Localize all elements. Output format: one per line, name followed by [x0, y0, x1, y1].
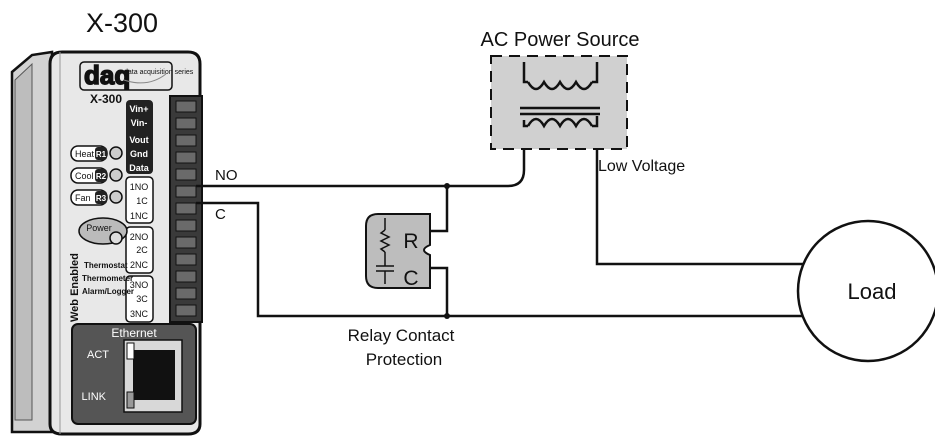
wire-rc-top	[430, 186, 449, 233]
ethernet-label: Ethernet	[111, 326, 157, 340]
wires	[196, 116, 812, 318]
ac-source-label: AC Power Source	[481, 29, 640, 51]
power-label: Power	[86, 223, 112, 233]
ac-source-box	[490, 55, 628, 150]
terminal-vin-plus: Vin+	[129, 104, 148, 114]
relay3-nc: 3NC	[130, 309, 149, 319]
feature-alarm-logger: Alarm/Logger	[82, 287, 134, 296]
relay-protection-line2: Protection	[366, 350, 443, 369]
daq-logo: daq data acquisition series	[79, 59, 194, 91]
web-enabled-label: Web Enabled	[69, 253, 81, 322]
junction-no	[444, 183, 450, 189]
led-fan-indicator	[109, 190, 123, 204]
junction-c	[444, 313, 450, 319]
led-heat-tag: R1	[96, 150, 107, 159]
led-heat-indicator	[109, 146, 123, 160]
no-wire-label: NO	[215, 167, 238, 184]
act-led	[126, 342, 135, 360]
logo-subtext: data acquisition series	[124, 69, 194, 76]
device-model-title: X-300	[86, 8, 158, 38]
wire-low-voltage	[595, 116, 812, 266]
resistor-symbol	[379, 229, 391, 253]
low-voltage-label: Low Voltage	[598, 158, 685, 175]
load-circle	[796, 219, 935, 363]
terminal-gnd: Gnd	[130, 149, 148, 159]
relay1-c: 1C	[136, 196, 148, 206]
rc-r-label: R	[403, 230, 418, 253]
relay1-labels: 1NO 1C 1NC	[125, 176, 154, 224]
ethernet-panel: Ethernet ACT LINK	[71, 323, 197, 425]
led-fan: Fan R3	[70, 189, 123, 206]
led-heat-label: Heat	[75, 149, 95, 159]
relay-protection-line1: Relay Contact	[348, 326, 455, 345]
load-label: Load	[848, 279, 897, 304]
act-label: ACT	[87, 349, 109, 361]
wire-rc-bottom	[430, 266, 449, 316]
terminal-screws	[175, 100, 197, 317]
relay2-labels: 2NO 2C 2NC	[125, 226, 154, 274]
rc-snubber: R C	[365, 213, 431, 290]
relay3-c: 3C	[136, 294, 148, 304]
relay3-no: 3NO	[130, 280, 149, 290]
feature-thermostat: Thermostat	[84, 261, 128, 270]
relay2-nc: 2NC	[130, 260, 149, 270]
terminal-data: Data	[129, 163, 150, 173]
led-cool-tag: R2	[96, 172, 107, 181]
led-fan-tag: R3	[96, 194, 107, 203]
relay1-no: 1NO	[130, 182, 149, 192]
terminal-vout: Vout	[129, 135, 148, 145]
led-cool-indicator	[109, 168, 123, 182]
c-wire-label: C	[215, 206, 226, 223]
led-fan-label: Fan	[75, 193, 91, 203]
device-model-small: X-300	[90, 92, 122, 106]
feature-thermometer: Thermometer	[82, 274, 133, 283]
rc-c-label: C	[403, 267, 418, 290]
relay2-no: 2NO	[130, 232, 149, 242]
terminal-vin-minus: Vin-	[131, 118, 148, 128]
led-cool: Cool R2	[70, 167, 123, 184]
relay1-nc: 1NC	[130, 211, 149, 221]
link-label: LINK	[82, 391, 107, 403]
wire-no	[196, 120, 526, 188]
led-cool-label: Cool	[75, 171, 94, 181]
wire-c	[196, 201, 812, 318]
logo-text: daq	[84, 60, 130, 90]
led-heat: Heat R1	[70, 145, 123, 162]
power-indicator: Power	[78, 217, 128, 245]
relay3-labels: 3NO 3C 3NC	[125, 275, 154, 323]
power-led	[109, 231, 123, 245]
transformer-icon	[520, 62, 600, 129]
power-terminal-labels	[126, 100, 153, 174]
link-led	[126, 391, 135, 409]
relay2-c: 2C	[136, 245, 148, 255]
